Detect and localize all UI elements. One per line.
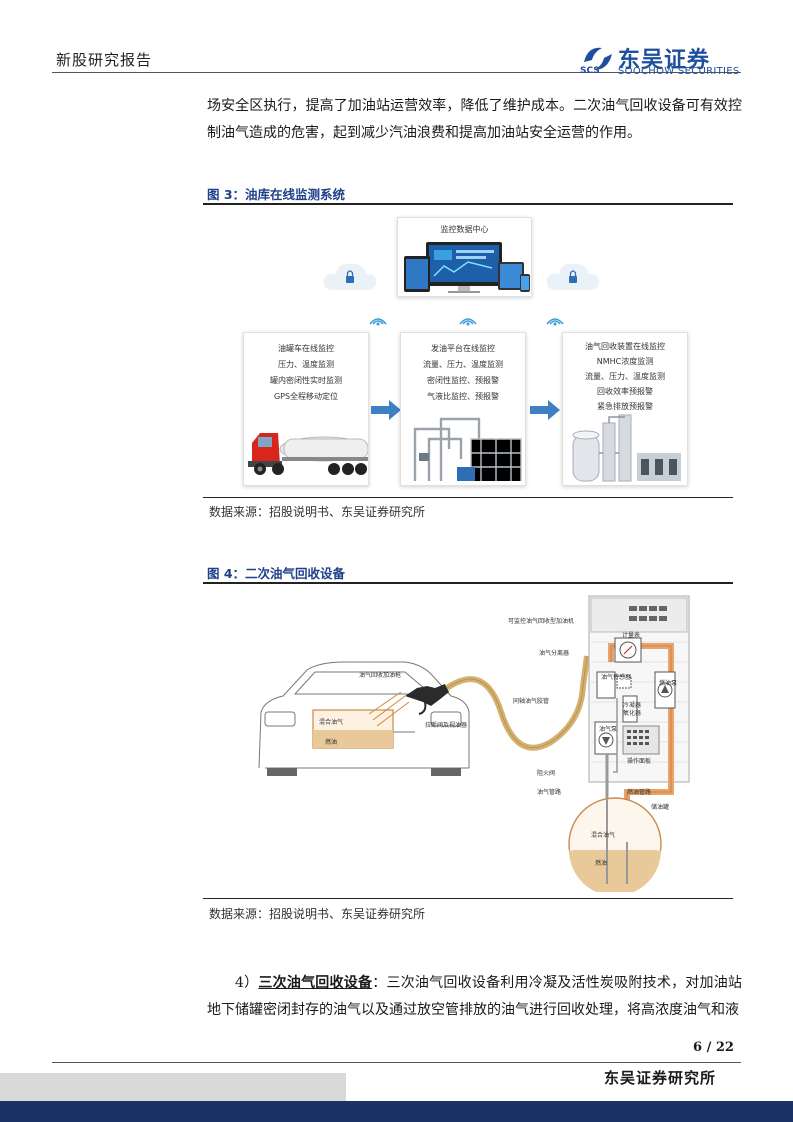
recovery-card-line-1: NMHC浓度监测 [596,357,654,366]
label-flame-arrestor: 阻火阀 [537,770,556,777]
monitor-devices-icon [404,242,530,293]
recovery-card-title: 油气回收装置在线监控 [585,342,665,351]
logo-abbreviation: SCS [580,66,600,76]
recovery-card-line-3: 回收效率预报警 [597,387,653,396]
label-breakaway: 拉断阀及视油器 [425,722,468,729]
figure3-diagram: 监控数据中心 [240,214,700,494]
page-number: 6 / 22 [693,1040,734,1055]
footer-institute: 东吴证券研究所 [604,1069,717,1087]
paragraph-tertiary-recovery: 4）三次油气回收设备：三次油气回收设备利用冷凝及活性炭吸附技术，对加油站地下储罐… [207,970,742,1024]
label-vapor-pipe: 油气管路 [537,789,562,796]
cloud-lock-icon-right [546,263,600,290]
label-gas-sensor: 油气传感器 [601,674,632,681]
tanker-card-line-1: 压力、温度监测 [278,360,334,369]
label-control-panel: 操作面板 [627,758,652,765]
platform-card-line-3: 气液比监控、预报警 [427,392,499,401]
label-car-fuel: 燃油 [325,739,338,746]
logo-english-name: SOOCHOW SECURITIES [618,66,740,77]
tanker-card-title: 油罐车在线监控 [278,344,334,353]
paragraph-body: ：三次油气回收设备利用冷凝及活性炭吸附技术，对加油站地下储罐密闭封存的油气以及通… [207,975,743,1018]
platform-card-line-1: 流量、压力、温度监测 [423,360,503,369]
figure4-title: 图 4：二次油气回收设备 [207,566,346,581]
platform-card-line-2: 密闭性监控、预报警 [427,376,499,385]
footer-grey-band [0,1073,346,1101]
footer-navy-band [0,1101,793,1122]
soochow-logo-icon [584,47,612,70]
label-tank: 储油罐 [651,804,670,811]
monitoring-center-label: 监控数据中心 [440,225,489,234]
figure3-source: 数据来源：招股说明书、东吴证券研究所 [209,505,426,519]
flow-arrow-icon-2 [530,400,560,420]
platform-card-title: 发油平台在线监控 [431,344,495,353]
wifi-icon-right [546,318,564,326]
figure4-source: 数据来源：招股说明书、东吴证券研究所 [209,907,426,921]
document-type: 新股研究报告 [56,51,153,69]
loading-platform-card: 发油平台在线监控 流量、压力、温度监测 密闭性监控、预报警 气液比监控、预报警 [400,332,526,486]
intro-paragraph: 场安全区执行，提高了加油站运营效率，降低了维护成本。二次油气回收设备可有效控制油… [207,98,742,141]
recovery-card-line-2: 流量、压力、温度监测 [585,372,665,381]
tanker-card-line-2: 罐内密闭性实时监测 [270,376,342,385]
label-meter: 计量表 [622,632,641,639]
cloud-lock-icon-left [323,263,377,290]
vapor-recovery-card: 油气回收装置在线监控 NMHC浓度监测 流量、压力、温度监测 回收效率预报警 紧… [562,332,688,486]
tanker-monitoring-card: 油罐车在线监控 压力、温度监测 罐内密闭性实时监测 GPS全程移动定位 [243,332,369,486]
header-divider [52,72,741,73]
loading-platform-icon [413,417,522,481]
figure4-diagram: 可监控油气回收型加油机 计量表 油气分离器 油气回收加油枪 油气传感器 燃油泵 … [255,592,695,892]
footer-divider [52,1062,741,1063]
label-fuel-pipe: 燃油管路 [627,789,652,796]
label-separator: 油气分离器 [539,650,570,657]
vapor-recovery-unit-icon [572,414,681,482]
label-tank-mixed-vapor: 混合油气 [591,832,616,839]
label-coaxial-hose: 同轴油气胶管 [513,698,550,705]
vapor-recovery-schematic [258,595,690,892]
tanker-card-line-3: GPS全程移动定位 [273,392,339,401]
paragraph-item-number: 4） [235,975,259,991]
wifi-icon-center [459,318,477,326]
figure4-bottom-rule [203,898,733,899]
label-car-mixed-vapor: 混合油气 [319,719,344,726]
label-dispenser: 可监控油气回收型加油机 [508,618,575,625]
recovery-card-line-4: 紧急排放预报警 [597,402,653,411]
figure3-title: 图 3：油库在线监测系统 [207,187,346,202]
label-nozzle: 油气回收加油枪 [359,672,402,679]
logo-chinese-name: 东吴证券 [618,48,711,73]
wifi-icon-left [369,318,387,326]
monitoring-center-card: 监控数据中心 [397,217,532,297]
paragraph-bold-term: 三次油气回收设备 [258,975,373,991]
figure4-top-rule [203,582,733,584]
label-condenser: 冷凝器 氧化器 [623,702,642,717]
figure3-top-rule [203,203,733,205]
label-vapor-pump: 油气泵 [599,726,618,733]
flow-arrow-icon-1 [371,400,401,420]
tanker-truck-icon [248,433,368,475]
figure3-bottom-rule [203,497,733,498]
label-tank-fuel: 燃油 [595,860,608,867]
label-fuel-pump: 燃油泵 [659,680,678,687]
